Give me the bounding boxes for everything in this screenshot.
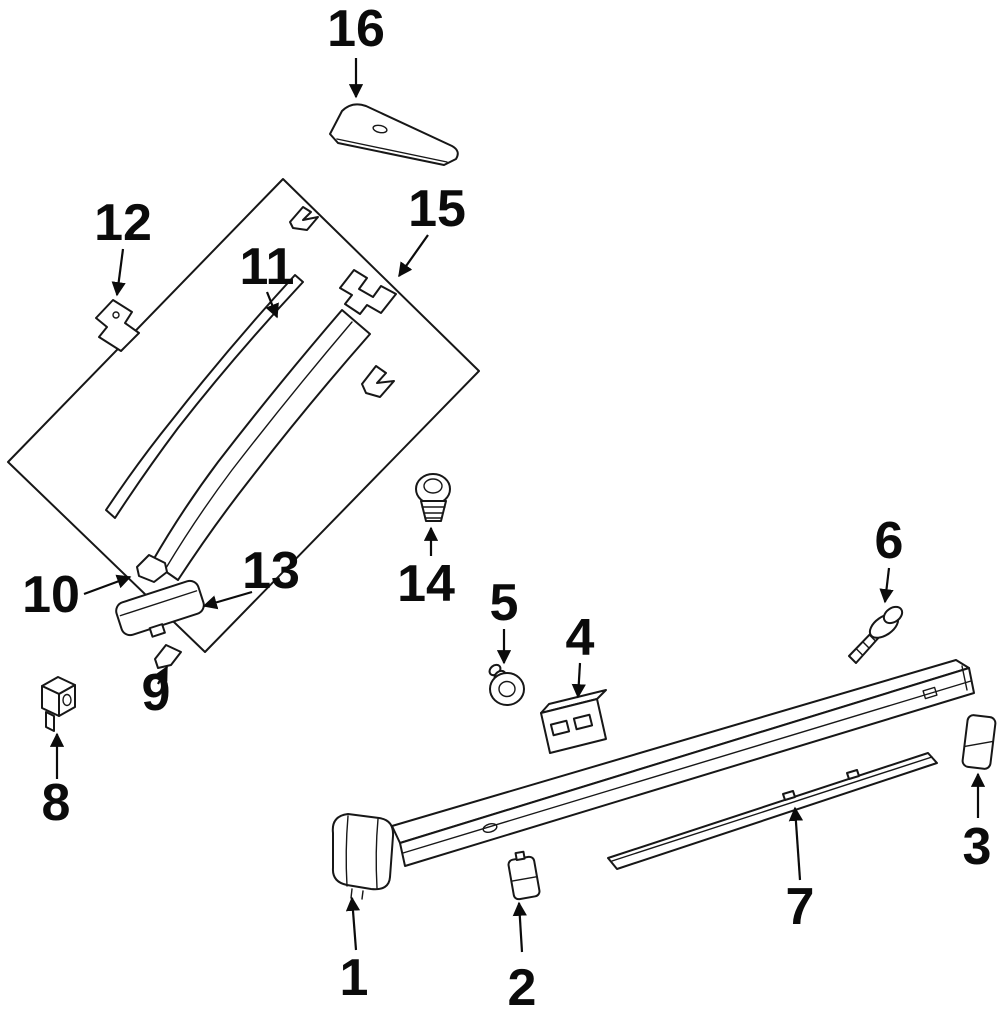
part-label-10[interactable]: 10 [22,566,80,624]
pillar-trim-body [151,309,371,581]
part-label-12[interactable]: 12 [94,194,152,252]
part-label-5[interactable]: 5 [490,574,519,632]
part-2-shape [507,850,541,901]
part-8-side-face [58,684,76,717]
part-7-tab [846,769,860,780]
part-14-shape [415,473,451,522]
small-tab-icon [361,365,395,398]
leader-7 [788,806,804,881]
part-label-16[interactable]: 16 [327,0,385,58]
part-3-shape [961,714,997,770]
part-12-hole [112,311,120,319]
part-12-body [95,299,140,352]
part-4-slot [572,713,594,731]
pillar-trim-shape [151,309,371,581]
rocker-slot [922,686,938,700]
part-6-thread [855,648,864,656]
part-10-shape [136,554,168,583]
part-11-shape [105,274,304,519]
part-label-8[interactable]: 8 [42,774,71,832]
leader-9 [154,665,168,685]
part-label-13[interactable]: 13 [242,542,300,600]
part-1-shape [331,659,975,900]
part-8-hole [62,693,72,707]
part-7-crease [611,756,933,862]
rocker-top-face [391,659,970,844]
part-4-shape [540,689,607,754]
part-2-notch [514,850,526,861]
small-tab-icon [289,206,319,231]
part-16-shape [329,103,459,166]
part-4-slot [549,719,571,737]
part-5-head [489,672,525,706]
part-5-shape [488,663,525,706]
leader-2 [512,901,527,953]
part-16-hole [372,124,388,134]
part-16-body [329,103,459,166]
part-2-crease [510,876,538,882]
part-6-head [882,605,904,625]
end-cap-tick [361,890,364,900]
rocker-end-cap [331,813,395,891]
part-13-plate [115,579,205,637]
part-5-head-inner [498,680,516,698]
part-15-shape [339,269,397,315]
part-6-shape [848,605,904,664]
rocker-crease [402,680,972,854]
pillar-trim-crease [165,321,353,569]
part-12-shape [95,299,140,352]
part-13-crease [119,590,198,617]
part-16-fold-line [336,138,448,163]
leader-15 [398,234,429,278]
part-label-4[interactable]: 4 [566,609,595,667]
part-label-11[interactable]: 11 [240,238,295,296]
part-13-shape [115,579,205,638]
part-13-tab [148,623,166,638]
part-label-3[interactable]: 3 [963,818,992,876]
leader-11 [265,291,279,319]
part-4-front-face [540,698,607,754]
part-8-shape [41,676,76,732]
end-cap-crease [345,815,349,887]
part-14-stem [420,500,447,522]
rocker-end-fold [961,665,968,691]
part-label-2[interactable]: 2 [508,959,537,1017]
leader-4 [571,662,586,699]
part-6-thread [862,641,870,649]
part-label-7[interactable]: 7 [786,878,815,936]
leader-6 [879,567,894,604]
part-3-body [961,714,997,770]
part-label-6[interactable]: 6 [875,512,904,570]
end-cap-tick [350,888,353,899]
part-8-foot [45,711,55,732]
part-14-dome-inner [423,478,443,494]
leader-10 [83,574,132,596]
part-label-14[interactable]: 14 [397,555,455,613]
end-cap-crease [375,818,379,889]
inset-box [7,178,480,653]
leader-1 [345,896,361,951]
rocker-hole [482,822,498,834]
part-label-1[interactable]: 1 [340,949,369,1007]
part-label-9[interactable]: 9 [142,664,171,722]
leader-12 [111,248,126,297]
part-label-15[interactable]: 15 [408,180,466,238]
part-7-shape [607,752,938,870]
leader-13 [202,590,253,610]
part-3-crease [964,740,993,748]
part-7-tab [782,790,796,801]
part-2-body [507,855,541,901]
